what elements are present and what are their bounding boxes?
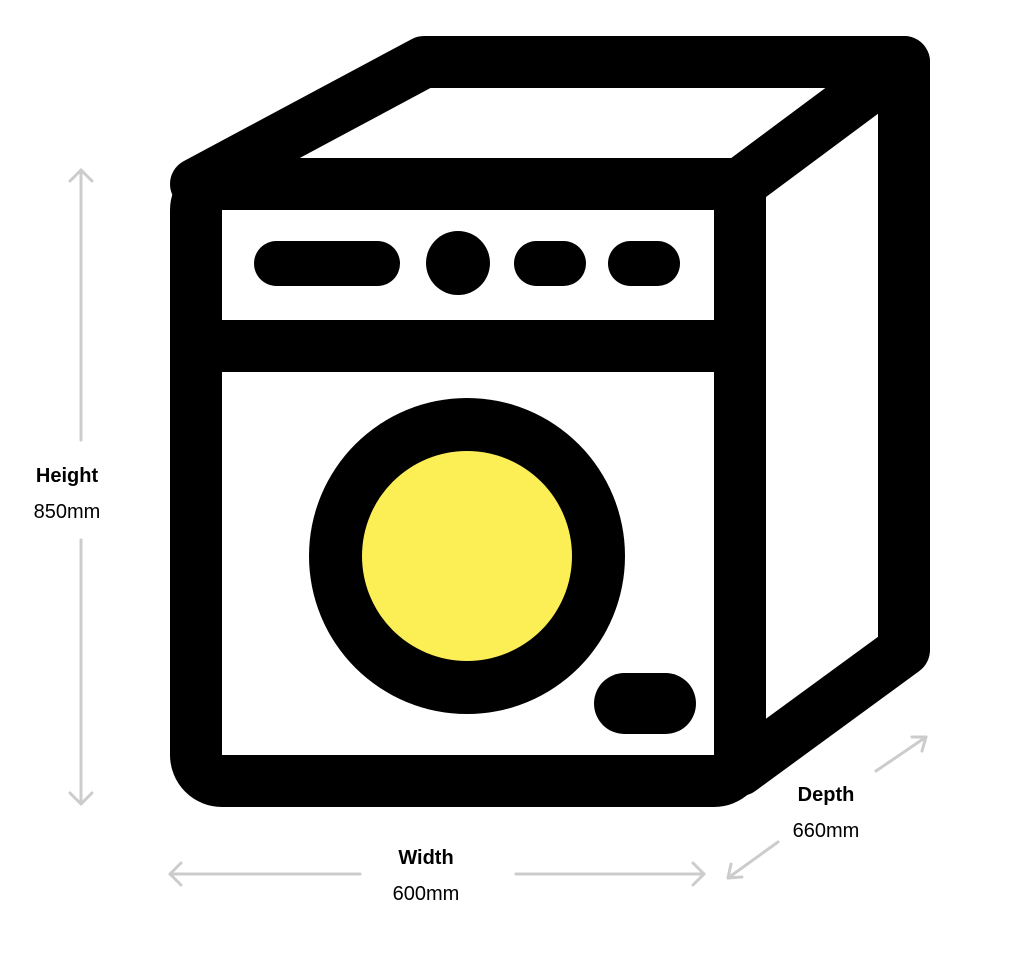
width-arrow xyxy=(168,861,706,887)
control-button-2 xyxy=(608,241,680,286)
washing-machine-icon xyxy=(170,36,930,807)
height-value: 850mm xyxy=(33,501,101,523)
height-label: Height xyxy=(35,465,99,487)
width-value: 600mm xyxy=(392,883,460,905)
width-label: Width xyxy=(398,847,454,869)
width-label-group: Width 600mm xyxy=(376,846,476,906)
program-display xyxy=(254,241,400,286)
depth-label: Depth xyxy=(797,784,855,806)
drum-window xyxy=(362,451,572,661)
selector-dial xyxy=(426,231,490,295)
door-handle xyxy=(594,673,696,734)
depth-arrow xyxy=(726,735,928,880)
control-button-1 xyxy=(514,241,586,286)
depth-value: 660mm xyxy=(792,820,860,842)
depth-label-group: Depth 660mm xyxy=(776,783,876,843)
height-label-group: Height 850mm xyxy=(17,464,117,524)
height-arrow xyxy=(68,168,94,806)
control-panel-divider xyxy=(196,320,740,372)
